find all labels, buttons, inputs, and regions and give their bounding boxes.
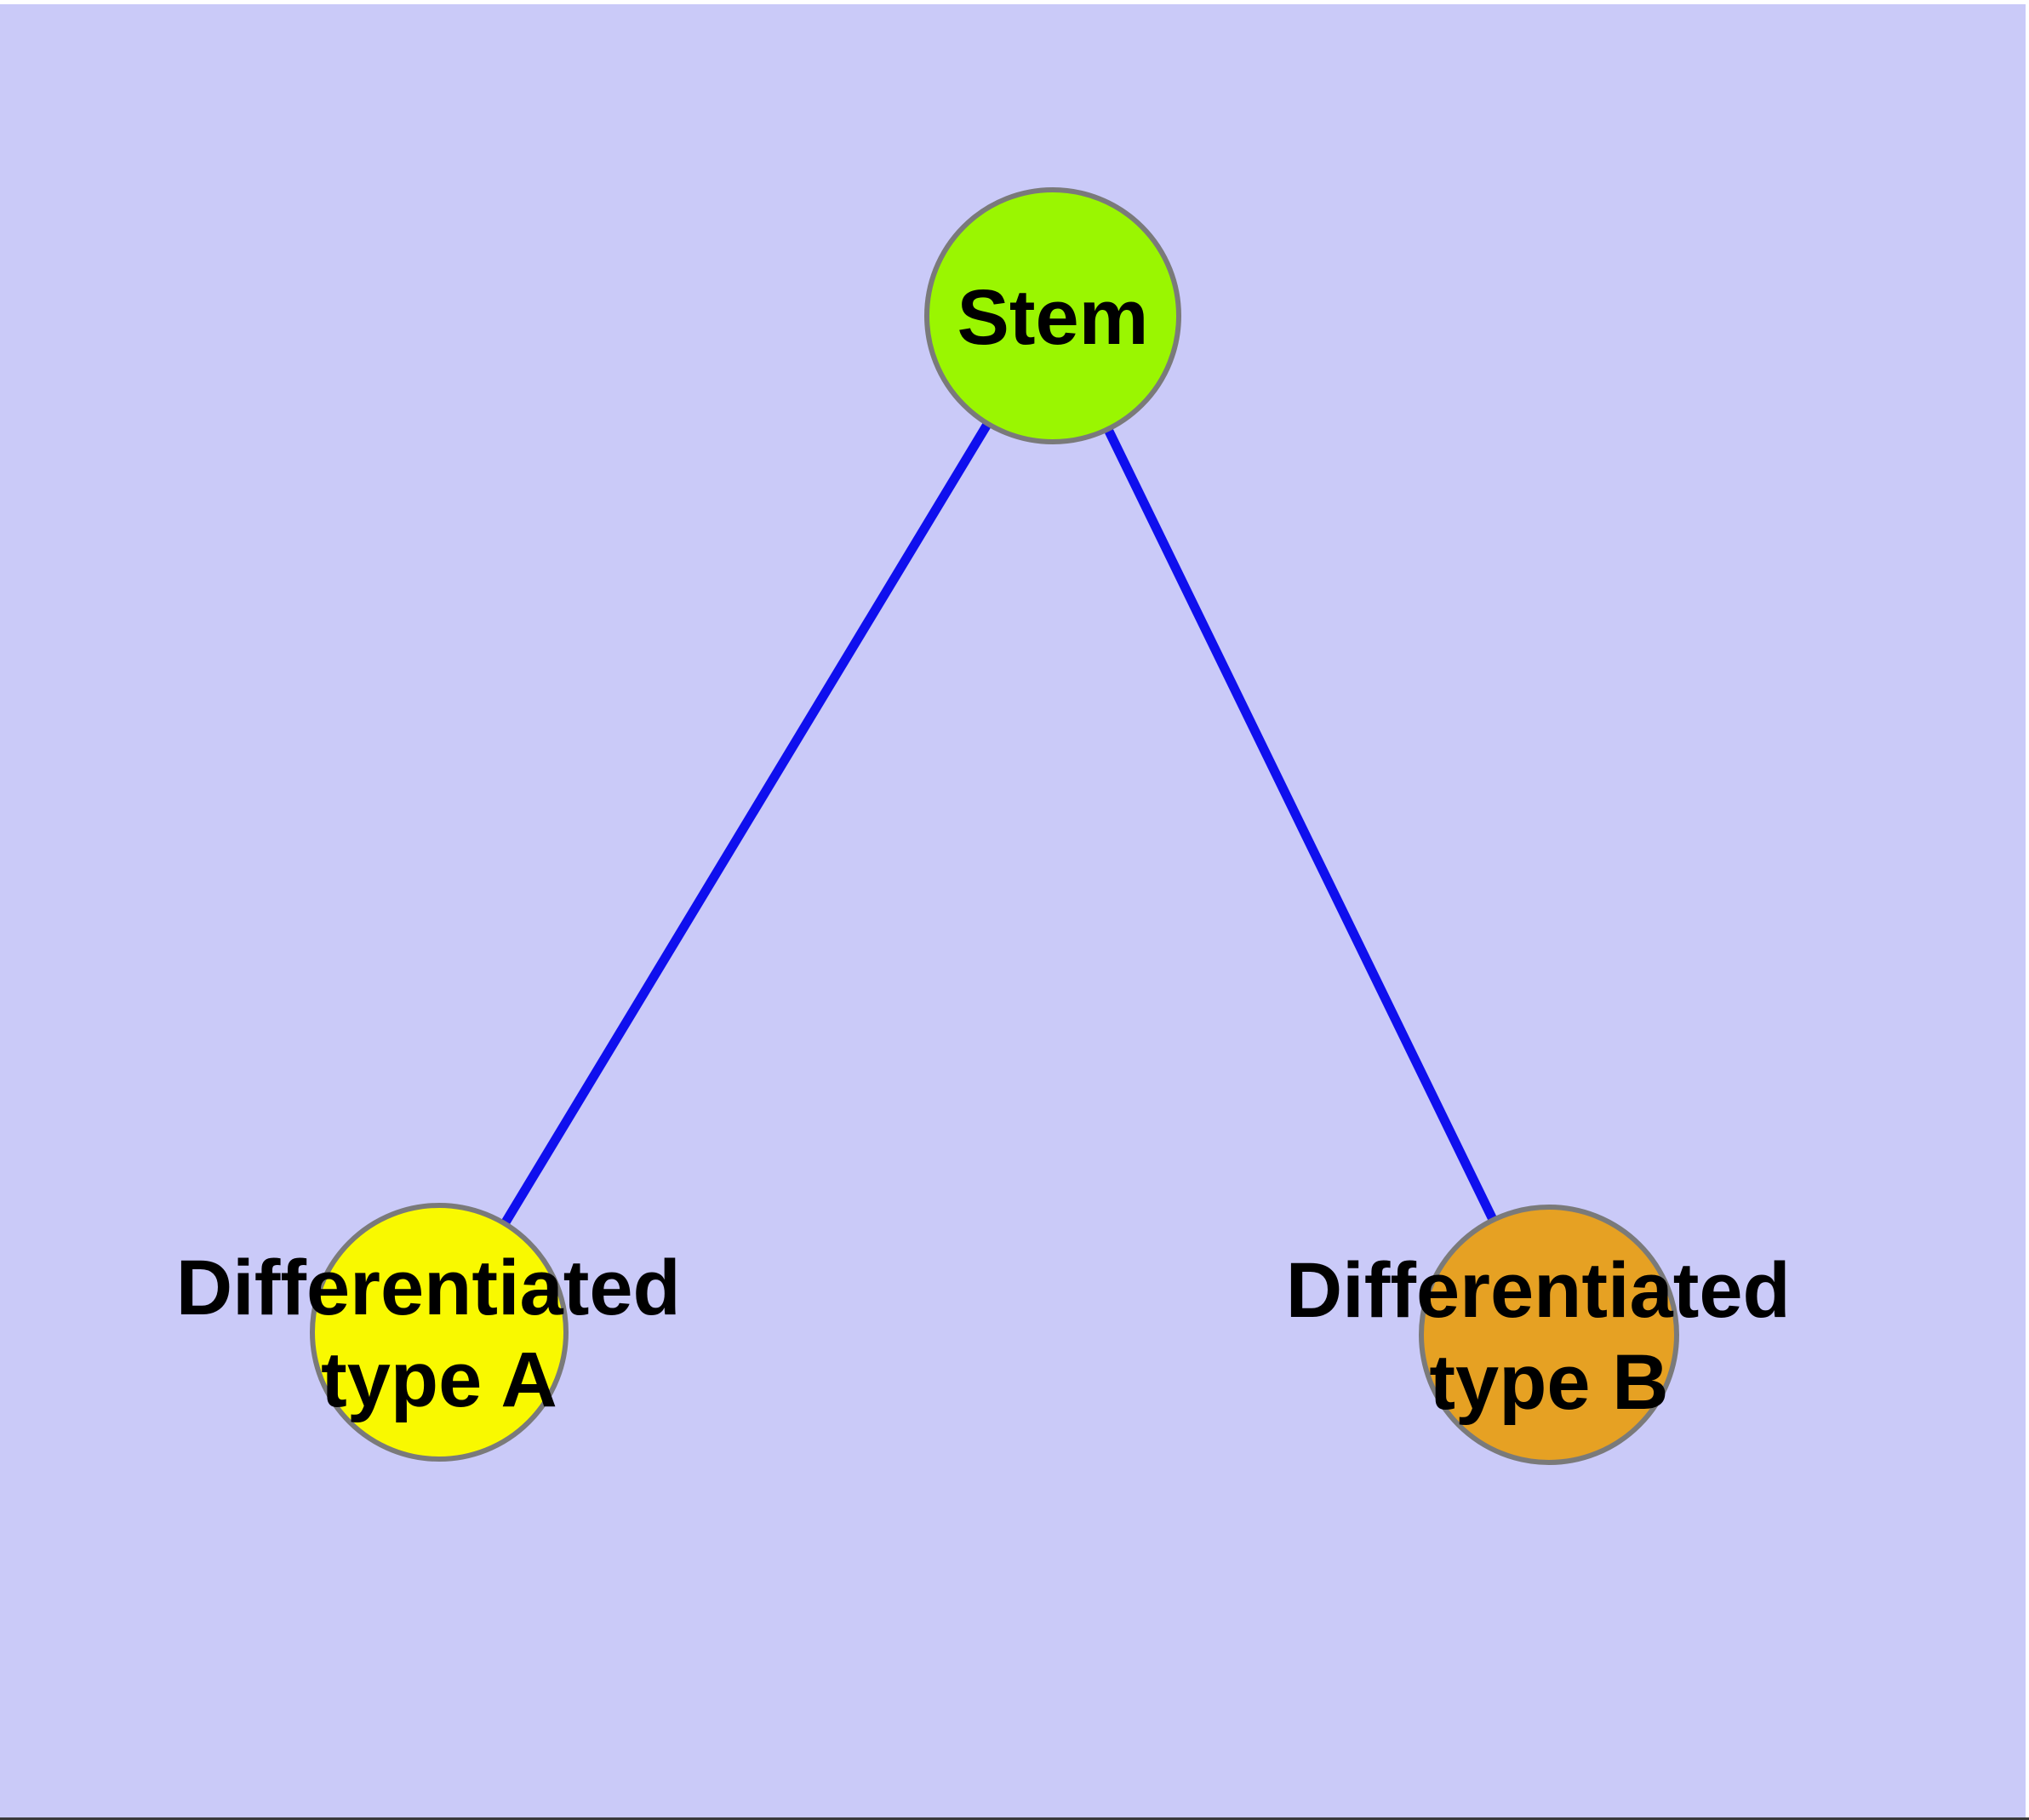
window-edge-top <box>0 0 2029 4</box>
node-type-b-label-line1: Differentiated <box>1286 1247 1791 1334</box>
node-type-b-label: Differentiated type B <box>1286 1247 1813 1426</box>
node-stem-label-text: Stem <box>957 274 1149 361</box>
node-type-b-label-line2: type B <box>1429 1339 1668 1426</box>
node-type-a-label-line1: Differentiated <box>176 1245 681 1331</box>
node-stem-label: Stem <box>957 274 1149 361</box>
edge-stem-to-type-b <box>1049 313 1553 1337</box>
node-type-a-label: Differentiated type A <box>176 1245 703 1423</box>
node-differentiated-type-b <box>1419 1205 1679 1465</box>
node-stem <box>924 187 1181 444</box>
window-edge-right <box>2026 0 2029 1820</box>
node-differentiated-type-a <box>310 1203 569 1462</box>
node-type-a-label-line2: type A <box>321 1336 557 1423</box>
edge-stem-to-type-a <box>435 313 1057 1335</box>
window-edge-bottom <box>0 1817 2029 1820</box>
